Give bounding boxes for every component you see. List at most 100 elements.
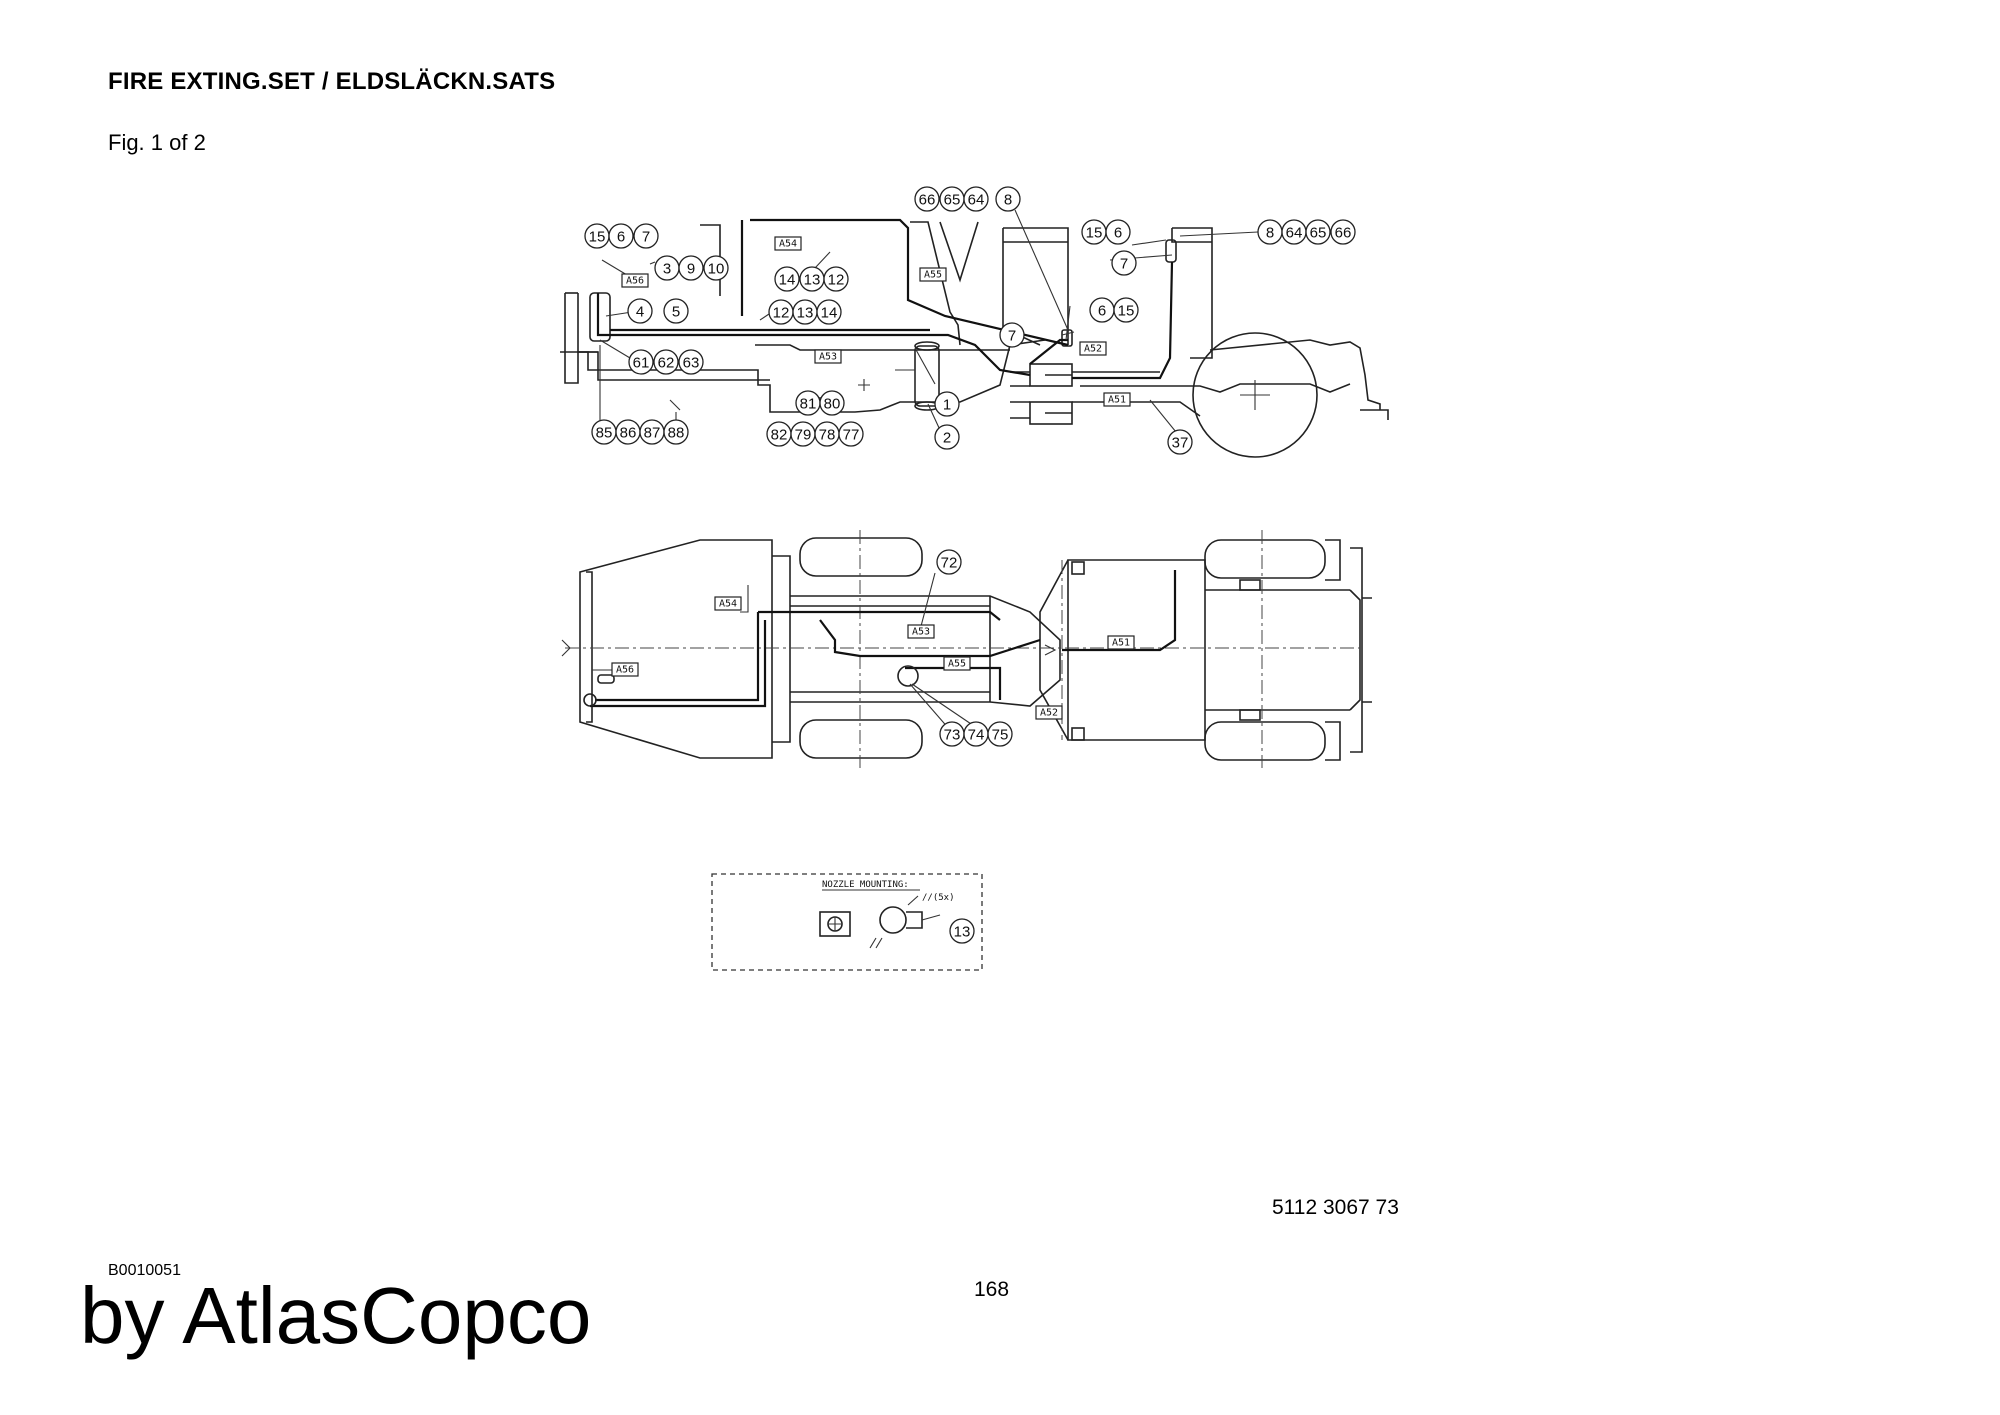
svg-text:80: 80 xyxy=(824,396,841,413)
svg-text:12: 12 xyxy=(773,305,790,322)
side-balloon-39: 66 xyxy=(1330,219,1356,245)
side-balloon-19: 13 xyxy=(792,299,818,325)
page-title: FIRE EXTING.SET / ELDSLÄCKN.SATS xyxy=(108,68,556,95)
svg-text:73: 73 xyxy=(944,727,961,744)
side-balloon-17: 12 xyxy=(823,266,849,292)
side-balloon-8: 61 xyxy=(628,349,654,375)
svg-text:13: 13 xyxy=(797,305,814,322)
top-balloon-0: 72 xyxy=(936,549,962,575)
side-balloon-43: 37 xyxy=(1167,429,1193,455)
svg-text:15: 15 xyxy=(1086,225,1103,242)
side-tag-0: A54 xyxy=(774,236,802,251)
side-balloon-6: 4 xyxy=(627,298,653,324)
top-tag-1: A56 xyxy=(611,662,639,677)
side-tag-4: A52 xyxy=(1079,341,1107,356)
detail-label: NOZZLE MOUNTING: xyxy=(822,880,909,890)
side-balloon-13: 87 xyxy=(639,419,665,445)
side-balloon-31: 64 xyxy=(963,186,989,212)
side-balloon-23: 82 xyxy=(766,421,792,447)
side-balloon-26: 77 xyxy=(838,421,864,447)
side-tag-3: A53 xyxy=(814,349,842,364)
side-balloon-9: 62 xyxy=(653,349,679,375)
svg-text:7: 7 xyxy=(1120,256,1128,273)
side-balloon-29: 66 xyxy=(914,186,940,212)
top-tag-4: A51 xyxy=(1107,635,1135,650)
side-balloon-16: 13 xyxy=(799,266,825,292)
svg-text:72: 72 xyxy=(941,555,958,572)
svg-text:1: 1 xyxy=(943,397,951,414)
svg-text:82: 82 xyxy=(771,427,788,444)
svg-text:A54: A54 xyxy=(779,239,797,250)
side-balloon-11: 85 xyxy=(591,419,617,445)
side-balloon-33: 15 xyxy=(1081,219,1107,245)
top-tag-5: A52 xyxy=(1035,705,1063,720)
side-balloon-5: 10 xyxy=(703,255,729,281)
side-balloon-34: 6 xyxy=(1105,219,1131,245)
svg-text:9: 9 xyxy=(687,261,695,278)
top-balloon-3: 75 xyxy=(987,721,1013,747)
side-balloon-37: 64 xyxy=(1281,219,1307,245)
side-tag-2: A55 xyxy=(919,267,947,282)
detail-balloon-0: 13 xyxy=(949,918,975,944)
side-tag-1: A56 xyxy=(621,273,649,288)
svg-text:65: 65 xyxy=(1310,225,1327,242)
svg-text:6: 6 xyxy=(617,229,625,246)
side-balloon-4: 9 xyxy=(678,255,704,281)
svg-text:14: 14 xyxy=(821,305,838,322)
svg-text:14: 14 xyxy=(779,272,796,289)
svg-text:A52: A52 xyxy=(1084,344,1102,355)
svg-text:15: 15 xyxy=(1118,303,1135,320)
side-balloon-0: 15 xyxy=(584,223,610,249)
svg-text:37: 37 xyxy=(1172,435,1189,452)
top-tag-0: A54 xyxy=(714,596,742,611)
svg-text:64: 64 xyxy=(968,192,985,209)
top-balloon-2: 74 xyxy=(963,721,989,747)
side-balloon-12: 86 xyxy=(615,419,641,445)
svg-text:2: 2 xyxy=(943,430,951,447)
svg-text:6: 6 xyxy=(1098,303,1106,320)
svg-text:61: 61 xyxy=(633,355,650,372)
page-number: 168 xyxy=(974,1278,1010,1301)
side-balloon-28: 2 xyxy=(934,424,960,450)
document-id: B0010051 xyxy=(108,1262,181,1279)
side-balloon-40: 6 xyxy=(1089,297,1115,323)
side-balloon-41: 15 xyxy=(1113,297,1139,323)
svg-text:A51: A51 xyxy=(1112,638,1130,649)
side-balloon-18: 12 xyxy=(768,299,794,325)
svg-text:7: 7 xyxy=(1008,328,1016,345)
side-balloon-32: 8 xyxy=(995,186,1021,212)
nozzle-detail: 13 NOZZLE MOUNTING: //(5x) xyxy=(711,873,983,971)
side-balloon-21: 81 xyxy=(795,390,821,416)
side-balloon-42: 7 xyxy=(999,322,1025,348)
svg-text:A56: A56 xyxy=(616,665,634,676)
side-balloon-27: 1 xyxy=(934,391,960,417)
svg-text:13: 13 xyxy=(804,272,821,289)
svg-text:8: 8 xyxy=(1266,225,1274,242)
figure-label: Fig. 1 of 2 xyxy=(108,130,206,155)
detail-note: //(5x) xyxy=(922,893,955,903)
svg-text:66: 66 xyxy=(1335,225,1352,242)
svg-text:15: 15 xyxy=(589,229,606,246)
side-balloon-1: 6 xyxy=(608,223,634,249)
svg-text:85: 85 xyxy=(596,425,613,442)
top-tag-2: A53 xyxy=(907,624,935,639)
svg-text:78: 78 xyxy=(819,427,836,444)
top-tag-3: A55 xyxy=(943,656,971,671)
svg-text:74: 74 xyxy=(968,727,985,744)
side-balloon-38: 65 xyxy=(1305,219,1331,245)
side-balloon-3: 3 xyxy=(654,255,680,281)
svg-text:3: 3 xyxy=(663,261,671,278)
side-balloon-15: 14 xyxy=(774,266,800,292)
svg-text:A53: A53 xyxy=(912,627,930,638)
side-balloon-20: 14 xyxy=(816,299,842,325)
part-number: 5112 3067 73 xyxy=(1272,1196,1399,1219)
svg-text:A55: A55 xyxy=(948,659,966,670)
side-balloon-14: 88 xyxy=(663,419,689,445)
side-balloon-10: 63 xyxy=(678,349,704,375)
svg-text:88: 88 xyxy=(668,425,685,442)
svg-text:A52: A52 xyxy=(1040,708,1058,719)
svg-text:13: 13 xyxy=(954,924,971,941)
svg-text:A54: A54 xyxy=(719,599,737,610)
